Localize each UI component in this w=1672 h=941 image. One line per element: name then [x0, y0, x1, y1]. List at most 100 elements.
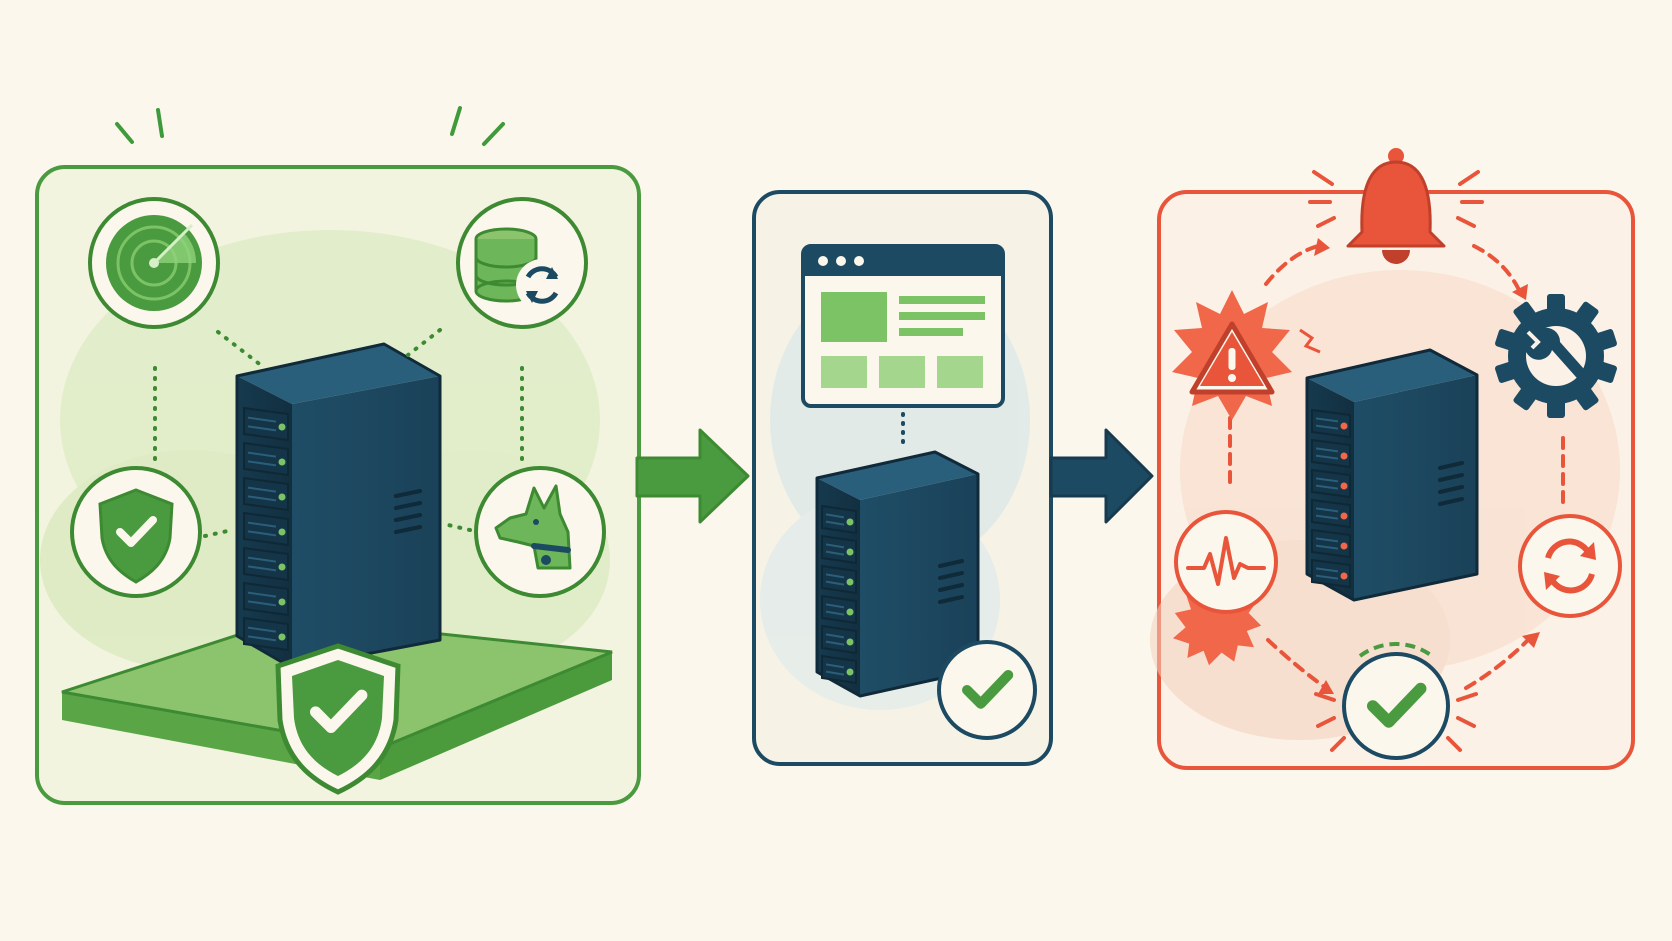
- cycle-arrow-heads: [1314, 238, 1540, 694]
- gear-tooth: [1513, 384, 1539, 411]
- drive-slot-line: [1315, 537, 1339, 543]
- sparkle-lines-right: [450, 106, 505, 146]
- gear-wrench-icon: [1495, 294, 1617, 418]
- status-led: [1340, 452, 1348, 460]
- drive-slot-line: [825, 610, 845, 616]
- browser-window-icon: [801, 244, 1005, 408]
- drive-slot-line: [1315, 544, 1339, 550]
- drive-slot-line: [825, 520, 845, 526]
- alarm-bell-icon: [1308, 148, 1484, 264]
- drive-slot-line: [247, 626, 277, 633]
- warning-burst-icon: [1172, 290, 1321, 420]
- drive-slot: [821, 624, 857, 655]
- drive-slot: [821, 534, 857, 565]
- panel-incident: [1150, 148, 1635, 770]
- panel-verified: [752, 190, 1053, 766]
- status-led: [278, 493, 286, 501]
- drive-slot-line: [247, 451, 277, 458]
- panel-protected: [35, 106, 641, 805]
- server-vent: [394, 489, 422, 534]
- drive-slot-line: [825, 573, 845, 579]
- server-vent-verified: [938, 559, 964, 604]
- drive-slot-line: [825, 550, 845, 556]
- drive-slot: [821, 654, 857, 685]
- status-led: [846, 608, 854, 616]
- drive-slot: [243, 476, 289, 512]
- status-led: [846, 668, 854, 676]
- database-sync-icon: [456, 197, 588, 329]
- drive-slot-line: [1315, 484, 1339, 490]
- drive-slot-line: [247, 565, 277, 572]
- drive-slot-line: [1315, 567, 1339, 573]
- drive-slot-line: [247, 556, 277, 563]
- drive-slot: [1311, 468, 1351, 499]
- drive-slot-line: [825, 580, 845, 586]
- server-rack-main-slots: [243, 406, 289, 652]
- drive-slot-line: [1315, 454, 1339, 460]
- status-led: [278, 633, 286, 641]
- status-led: [846, 548, 854, 556]
- status-led: [1340, 482, 1348, 490]
- flow-arrow-2: [1049, 428, 1154, 524]
- drive-slot-line: [1315, 447, 1339, 453]
- drive-slot-line: [247, 521, 277, 528]
- drive-slot: [243, 546, 289, 582]
- flow-arrow-1: [635, 428, 750, 524]
- drive-slot-line: [825, 633, 845, 639]
- gear-tooth: [1547, 396, 1565, 418]
- drive-slot-line: [1315, 514, 1339, 520]
- drive-slot-line: [825, 543, 845, 549]
- drive-slot-line: [825, 513, 845, 519]
- gear-tooth: [1513, 301, 1539, 328]
- drive-slot: [821, 504, 857, 535]
- drive-slot-line: [1315, 424, 1339, 430]
- drive-slot-line: [247, 495, 277, 502]
- status-led: [1340, 572, 1348, 580]
- drive-slot-line: [247, 486, 277, 493]
- drive-slot-line: [1315, 477, 1339, 483]
- drive-slot: [1311, 438, 1351, 469]
- status-led: [278, 563, 286, 571]
- dotted-connectors: [153, 328, 524, 538]
- drive-slot-line: [247, 530, 277, 537]
- drive-slot-line: [1315, 507, 1339, 513]
- drive-slot-line: [247, 416, 277, 423]
- server-vent-incident: [1438, 461, 1464, 506]
- drive-slot-line: [1315, 417, 1339, 423]
- status-led: [278, 598, 286, 606]
- drive-slot-line: [247, 425, 277, 432]
- drive-slot-line: [247, 635, 277, 642]
- status-led: [1340, 422, 1348, 430]
- drive-slot-line: [247, 600, 277, 607]
- dashed-cycle-arrows: [1228, 244, 1565, 690]
- status-led: [846, 518, 854, 526]
- drive-slot: [821, 564, 857, 595]
- status-led: [278, 458, 286, 466]
- drive-slot: [243, 616, 289, 652]
- status-led: [278, 528, 286, 536]
- drive-slot: [1311, 408, 1351, 439]
- drive-slot: [821, 594, 857, 625]
- pulse-alert-icon: [1173, 510, 1278, 666]
- recovered-check-icon: [1314, 642, 1478, 760]
- gear-tooth: [1592, 360, 1617, 383]
- drive-slot-line: [247, 591, 277, 598]
- gear-tooth: [1592, 329, 1617, 352]
- drive-slot: [243, 581, 289, 617]
- sparkle-lines-left: [115, 108, 164, 144]
- status-led: [278, 423, 286, 431]
- drive-slot-line: [825, 663, 845, 669]
- drive-slot: [243, 406, 289, 442]
- drive-slot: [243, 511, 289, 547]
- gear-tooth: [1573, 301, 1599, 328]
- gear-tooth: [1573, 384, 1599, 411]
- drive-slot: [1311, 558, 1351, 589]
- platform-shield-icon: [275, 643, 401, 795]
- server-rack-incident-slots: [1311, 408, 1351, 589]
- radar-icon: [88, 197, 220, 329]
- drive-slot-line: [825, 670, 845, 676]
- watchdog-icon: [474, 466, 606, 598]
- status-led: [846, 638, 854, 646]
- status-led: [846, 578, 854, 586]
